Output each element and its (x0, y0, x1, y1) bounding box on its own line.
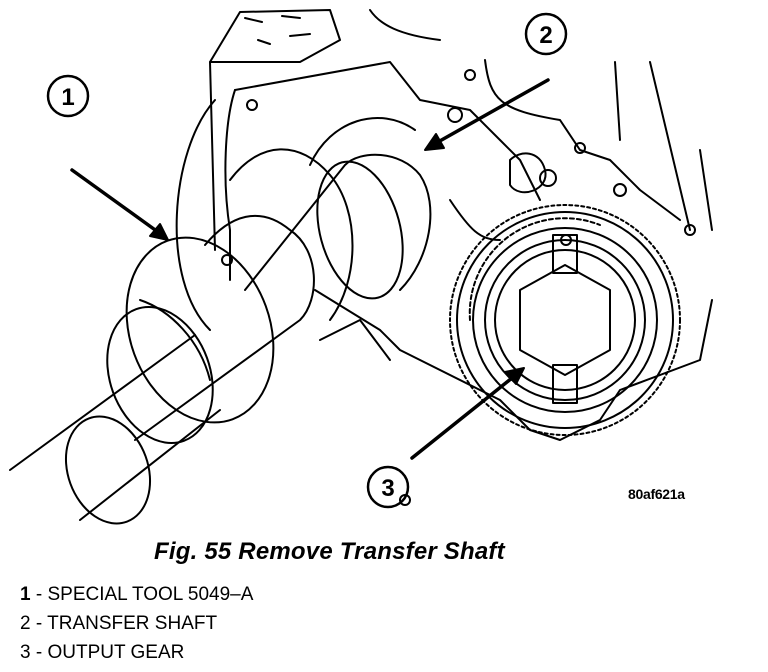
legend-item: 1 - SPECIAL TOOL 5049–A (20, 584, 253, 606)
legend-label: SPECIAL TOOL 5049–A (47, 584, 254, 605)
legend-separator: - (30, 642, 48, 663)
callout-1-number: 1 (61, 84, 74, 111)
legend-number: 1 (20, 584, 31, 605)
technical-illustration: 1 2 3 (9, 9, 713, 525)
callout-1: 1 (46, 74, 169, 241)
legend-number: 3 (20, 642, 31, 663)
callout-2-number: 2 (539, 22, 552, 49)
legend-separator: - (30, 613, 48, 634)
legend-item: 2 - TRANSFER SHAFT (20, 613, 217, 635)
transaxle-case (175, 9, 713, 506)
legend-label: TRANSFER SHAFT (47, 613, 218, 634)
legend-separator: - (30, 584, 48, 605)
callout-3-number: 3 (381, 475, 394, 502)
callout-2: 2 (424, 12, 568, 151)
figure-caption: Fig. 55 Remove Transfer Shaft (154, 538, 505, 565)
legend-number: 2 (20, 613, 31, 634)
special-tool (9, 116, 432, 525)
output-gear (449, 204, 681, 436)
legend-label: OUTPUT GEAR (47, 642, 185, 663)
callout-3: 3 (366, 367, 525, 509)
legend-item: 3 - OUTPUT GEAR (20, 642, 184, 664)
figure-code: 80af621a (628, 486, 685, 502)
